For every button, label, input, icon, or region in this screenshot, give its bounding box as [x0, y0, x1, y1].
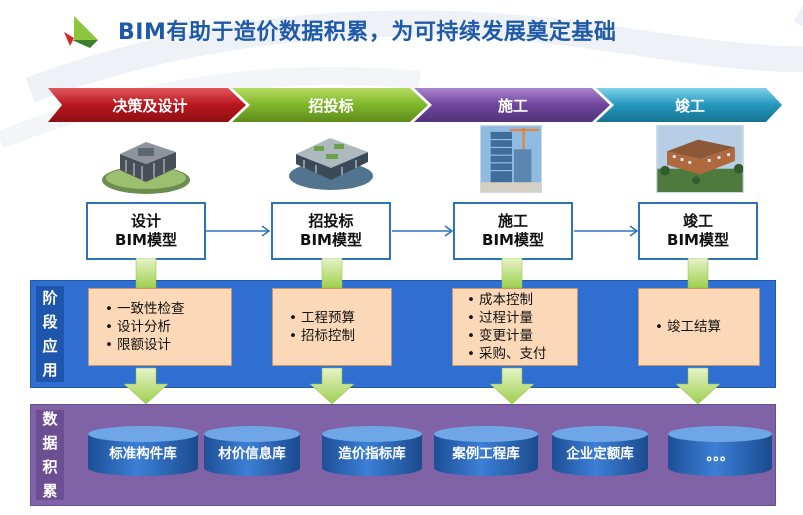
side-char: 阶 — [42, 289, 58, 307]
side-char: 积 — [42, 458, 58, 476]
application-box-construction: 成本控制 过程计量 变更计量 采购、支付 — [452, 288, 578, 366]
model-connectors — [206, 225, 639, 237]
phase-bar: 决策及设计 招投标 施工 竣工 — [48, 88, 782, 122]
application-side-label: 阶 段 应 用 — [36, 286, 64, 382]
phase-label-4: 竣工 — [675, 97, 705, 115]
application-item: 过程计量 — [467, 309, 569, 327]
building-construction-image — [480, 125, 542, 193]
application-box-design: 一致性检查 设计分析 限额设计 — [88, 288, 232, 366]
database-cylinder-5: 企业定额库 — [552, 426, 648, 476]
model-box-line1: 施工 — [497, 212, 528, 230]
model-box-line2: BIM模型 — [482, 231, 544, 249]
model-box-line2: BIM模型 — [667, 231, 729, 249]
model-box-line2: BIM模型 — [300, 231, 362, 249]
model-box-construction: 施工 BIM模型 — [453, 202, 573, 260]
application-item: 变更计量 — [467, 327, 569, 345]
application-item: 成本控制 — [467, 291, 569, 309]
database-label: 材价信息库 — [218, 445, 286, 462]
building-model-design-image — [102, 142, 190, 194]
database-label: 。。。 — [707, 448, 734, 464]
building-model-bidding-image — [289, 138, 373, 190]
phase-label-2: 招投标 — [308, 97, 353, 115]
flow-arrows — [123, 258, 721, 405]
application-item: 工程预算 — [289, 309, 383, 327]
application-box-completion: 竣工结算 — [638, 288, 760, 366]
application-item: 竣工结算 — [655, 318, 751, 336]
model-box-line1: 竣工 — [682, 212, 713, 230]
database-label: 企业定额库 — [565, 445, 634, 462]
model-box-line1: 设计 — [130, 212, 161, 230]
phase-chevron-3 — [414, 88, 610, 122]
database-cylinder-6: 。。。 — [668, 426, 772, 476]
database-cylinder-2: 材价信息库 — [204, 426, 300, 476]
application-item: 一致性检查 — [105, 300, 223, 318]
building-completed-image — [656, 125, 744, 193]
logo-icon — [64, 16, 98, 48]
database-cylinder-3: 造价指标库 — [322, 426, 422, 476]
accumulation-side-label: 数 据 积 累 — [36, 410, 64, 500]
page-title: BIM有助于造价数据积累，为可持续发展奠定基础 — [118, 20, 617, 45]
application-item: 采购、支付 — [467, 345, 569, 363]
phase-chevron-2 — [232, 88, 428, 122]
database-cylinder-1: 标准构件库 — [88, 426, 198, 476]
side-char: 段 — [42, 313, 58, 331]
model-box-bidding: 招投标 BIM模型 — [271, 202, 391, 260]
model-box-line1: 招投标 — [308, 212, 354, 230]
database-label: 案例工程库 — [451, 445, 520, 462]
side-char: 数 — [42, 410, 58, 428]
database-label: 造价指标库 — [338, 445, 406, 462]
database-row: 标准构件库 材价信息库 造价指标库 案例工程库 企业定额库 。。。 — [88, 426, 772, 476]
model-box-design: 设计 BIM模型 — [86, 202, 206, 260]
side-char: 应 — [42, 337, 58, 355]
side-char: 用 — [42, 361, 58, 379]
side-char: 据 — [42, 434, 58, 452]
application-item: 招标控制 — [289, 327, 383, 345]
model-box-line2: BIM模型 — [115, 231, 177, 249]
phase-label-1: 决策及设计 — [112, 97, 187, 115]
model-box-completion: 竣工 BIM模型 — [638, 202, 758, 260]
side-char: 累 — [42, 482, 58, 500]
phase-chevron-1 — [48, 88, 246, 122]
application-box-bidding: 工程预算 招标控制 — [272, 288, 392, 366]
phase-label-3: 施工 — [498, 97, 528, 115]
application-item: 设计分析 — [105, 318, 223, 336]
phase-chevron-4 — [596, 88, 782, 122]
application-item: 限额设计 — [105, 336, 223, 354]
database-label: 标准构件库 — [108, 445, 177, 462]
database-cylinder-4: 案例工程库 — [434, 426, 538, 476]
